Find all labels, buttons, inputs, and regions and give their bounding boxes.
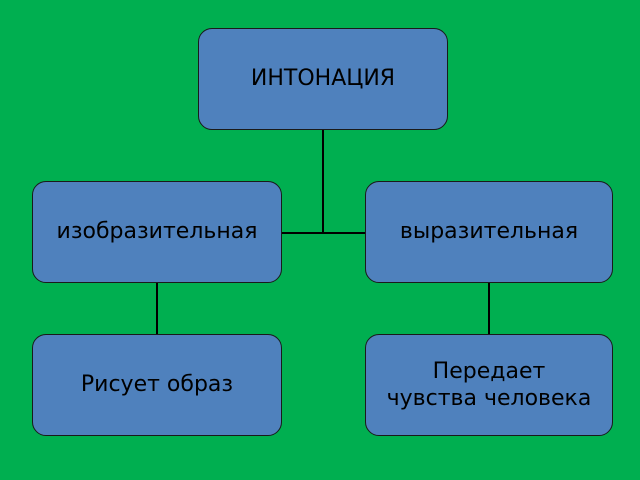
- node-depictive-label: изобразительная: [56, 218, 258, 244]
- node-intonation-label: ИНТОНАЦИЯ: [250, 65, 396, 91]
- node-depictive: изобразительная: [32, 181, 282, 283]
- node-conveys-feelings-line2: чувства человека: [386, 386, 592, 411]
- node-conveys-feelings: Передает чувства человека: [365, 334, 613, 436]
- node-draws-image: Рисует образ: [32, 334, 282, 436]
- node-conveys-feelings-line1: Передает: [432, 358, 546, 384]
- node-draws-image-label: Рисует образ: [80, 371, 234, 397]
- node-expressive: выразительная: [365, 181, 613, 283]
- node-expressive-label: выразительная: [399, 218, 579, 244]
- node-intonation: ИНТОНАЦИЯ: [198, 28, 448, 130]
